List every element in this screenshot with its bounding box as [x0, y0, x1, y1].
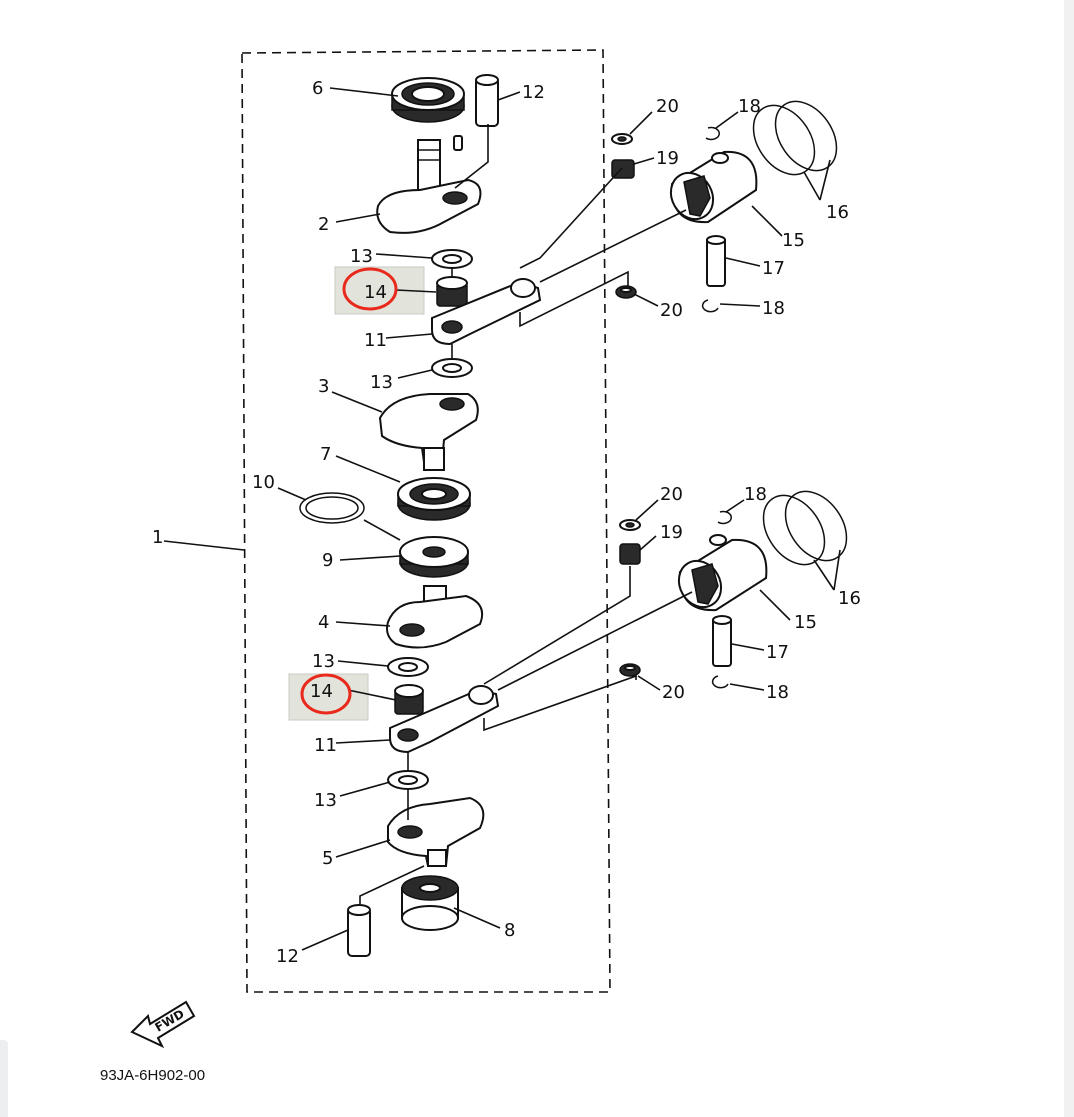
label-4: 4	[318, 612, 329, 633]
leader-lines	[163, 87, 841, 951]
label-8: 8	[504, 920, 515, 941]
label-14-a: 14	[364, 282, 387, 303]
bottom-bearing-icon	[401, 875, 459, 931]
forward-arrow-icon: FWD	[130, 1000, 196, 1049]
label-13-a: 13	[350, 246, 373, 267]
assembly-guide-lines	[359, 124, 693, 904]
red-marker-circle-lower	[300, 673, 352, 715]
label-1: 1	[152, 527, 163, 548]
labyrinth-seal-icon	[399, 536, 469, 578]
label-10: 10	[252, 472, 275, 493]
lower-crank-web-icon	[386, 585, 484, 649]
label-17-lower: 17	[766, 642, 789, 663]
label-19-upper: 19	[656, 148, 679, 169]
label-20-lower-top: 20	[660, 484, 683, 505]
needle-bearing-icon-b	[394, 684, 424, 715]
washer-icon-a	[431, 249, 473, 269]
label-20-upper-top: 20	[656, 96, 679, 117]
label-13-b: 13	[370, 372, 393, 393]
red-marker-circle-upper	[342, 267, 398, 311]
connecting-rod-icon-a	[431, 278, 542, 346]
middle-crank-web-icon	[378, 393, 479, 471]
bottom-crank-web-icon	[387, 796, 485, 867]
label-20-lower-bottom: 20	[662, 682, 685, 703]
label-20-upper-bottom: 20	[660, 300, 683, 321]
label-11-a: 11	[364, 330, 387, 351]
diagram-code: 93JA-6H902-00	[100, 1067, 205, 1084]
label-12-top: 12	[522, 82, 545, 103]
label-13-c: 13	[312, 651, 335, 672]
label-5: 5	[322, 848, 333, 869]
label-6: 6	[312, 78, 323, 99]
center-bearing-icon	[397, 477, 471, 521]
lower-piston-group	[619, 490, 848, 689]
upper-piston-group	[611, 100, 838, 313]
label-15-lower: 15	[794, 612, 817, 633]
label-18-upper-top: 18	[738, 96, 761, 117]
label-19-lower: 19	[660, 522, 683, 543]
side-panel-tab[interactable]	[0, 1040, 8, 1117]
vertical-scrollbar[interactable]	[1064, 0, 1074, 1117]
label-2: 2	[318, 214, 329, 235]
washer-icon-b	[431, 358, 473, 378]
label-14-b: 14	[310, 681, 333, 702]
upper-crank-web-icon	[376, 135, 482, 234]
label-7: 7	[320, 444, 331, 465]
assembly-boundary	[241, 49, 611, 993]
needle-bearing-icon-a	[436, 276, 468, 307]
washer-icon-d	[387, 770, 429, 790]
connecting-rod-icon-b	[389, 685, 500, 754]
label-11-b: 11	[314, 735, 337, 756]
top-bearing-icon	[391, 77, 465, 123]
upper-pin-icon	[475, 74, 499, 127]
label-12-bottom: 12	[276, 946, 299, 967]
circlip-ring-icon	[299, 492, 365, 524]
label-3: 3	[318, 376, 329, 397]
washer-icon-c	[387, 657, 429, 677]
label-13-d: 13	[314, 790, 337, 811]
label-16-lower: 16	[838, 588, 861, 609]
label-18-upper-bottom: 18	[762, 298, 785, 319]
label-15-upper: 15	[782, 230, 805, 251]
bottom-pin-icon	[347, 904, 371, 957]
label-17-upper: 17	[762, 258, 785, 279]
label-9: 9	[322, 550, 333, 571]
label-16-upper: 16	[826, 202, 849, 223]
label-18-lower-top: 18	[744, 484, 767, 505]
label-18-lower-bottom: 18	[766, 682, 789, 703]
